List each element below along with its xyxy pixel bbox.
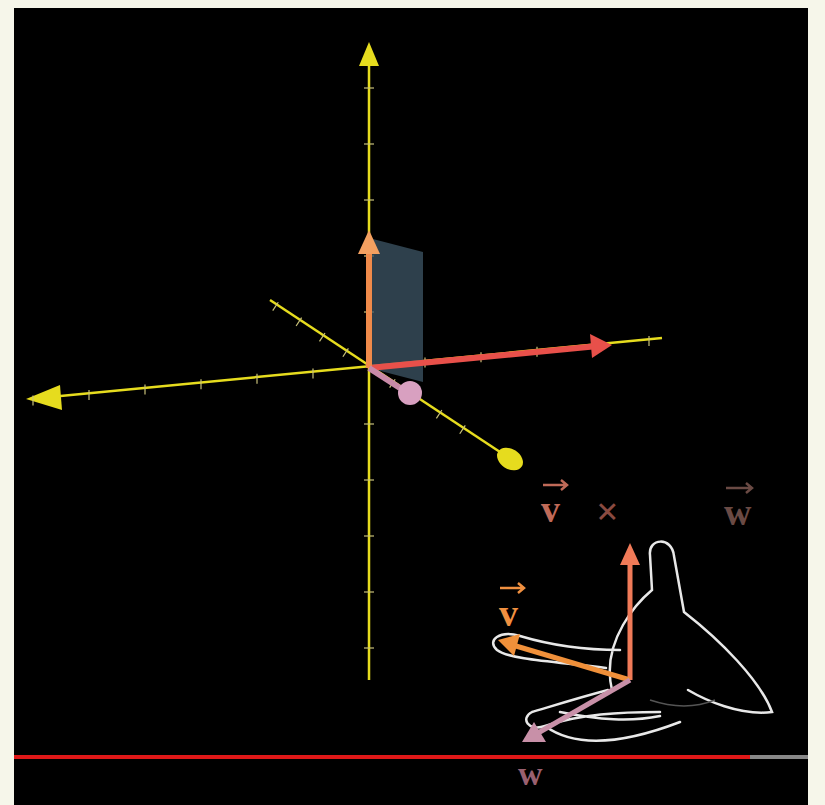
progress-track	[750, 755, 808, 759]
axis-ticks	[33, 88, 649, 648]
hand-vector-cross-head	[620, 543, 640, 565]
vector-red	[369, 346, 598, 368]
background	[14, 8, 808, 805]
vector-label: w	[518, 757, 543, 791]
vector-orange-head	[358, 230, 380, 254]
parallelogram	[369, 238, 423, 382]
vector-orange	[366, 250, 372, 368]
hand-vector-w	[538, 680, 630, 733]
vector-label: v	[541, 490, 560, 528]
vector-label: v	[499, 594, 518, 632]
vector-pink-head	[398, 381, 422, 405]
hand-vector-v	[516, 646, 630, 680]
vector-label: w	[724, 493, 751, 531]
hand-crease	[650, 700, 715, 706]
progress-bar	[14, 755, 750, 759]
axes	[26, 42, 662, 680]
cross-symbol: ×	[596, 492, 619, 532]
hand-vector-cross	[628, 562, 633, 680]
right-hand	[493, 542, 772, 741]
vector-pink	[369, 368, 400, 388]
hand-vector-v-head	[498, 634, 520, 656]
letter-arrows	[500, 480, 752, 593]
hand-vector-w-head	[522, 722, 546, 742]
vector-red-head	[590, 334, 612, 358]
